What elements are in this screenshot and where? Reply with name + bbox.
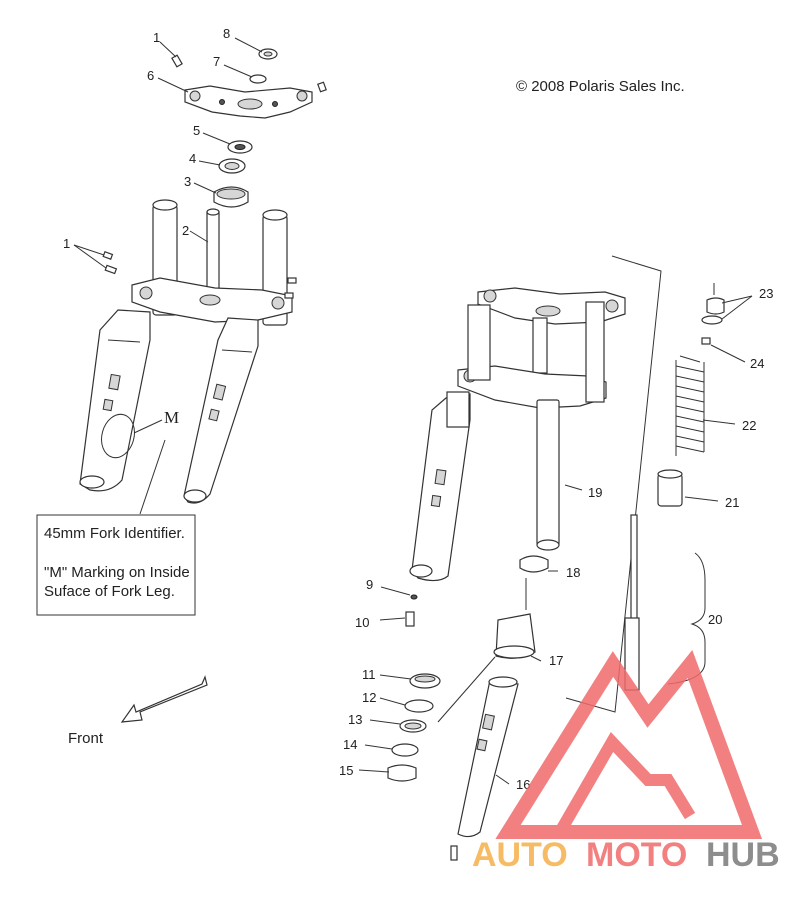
callout-7: 7	[213, 54, 220, 69]
callout-13: 13	[348, 712, 362, 727]
m-marking-letter: M	[164, 408, 179, 427]
right-fork-assembly	[387, 255, 725, 861]
callout-15: 15	[339, 763, 353, 778]
watermark-part-3: HUB	[706, 836, 780, 874]
callout-21: 21	[725, 495, 739, 510]
callout-4: 4	[189, 151, 196, 166]
identifier-line-2: "M" Marking on Inside	[44, 564, 190, 581]
front-arrow	[120, 675, 208, 723]
callout-10: 10	[355, 615, 369, 630]
callout-23: 23	[759, 286, 773, 301]
watermark-logo: AUTO MOTO HUB	[472, 650, 780, 874]
left-fork-assembly	[79, 48, 327, 504]
right-leader-lines	[358, 283, 753, 785]
callout-11: 11	[362, 667, 376, 682]
callout-8: 8	[223, 26, 230, 41]
watermark-part-2: MOTO	[586, 836, 687, 874]
callout-18: 18	[566, 565, 580, 580]
left-leader-lines	[73, 37, 263, 515]
fork-identifier-box: 45mm Fork Identifier. "M" Marking on Ins…	[36, 514, 196, 616]
callout-17: 17	[549, 653, 563, 668]
callout-1b: 1	[63, 236, 70, 251]
callout-14: 14	[343, 737, 357, 752]
callout-1a: 1	[153, 30, 160, 45]
callout-12: 12	[362, 690, 376, 705]
copyright-text: © 2008 Polaris Sales Inc.	[516, 78, 685, 95]
callout-2: 2	[182, 223, 189, 238]
front-label: Front	[68, 730, 104, 747]
callout-6: 6	[147, 68, 154, 83]
callout-9: 9	[366, 577, 373, 592]
top-triple-clamp	[184, 85, 313, 119]
watermark-part-1: AUTO	[472, 836, 568, 874]
identifier-line-1: 45mm Fork Identifier.	[44, 525, 185, 542]
identifier-line-3: Suface of Fork Leg.	[44, 583, 175, 600]
callout-20: 20	[708, 612, 722, 627]
callout-3: 3	[184, 174, 191, 189]
fork-spring	[675, 355, 705, 456]
callout-numbers: 1 8 7 6 5 4 3 2 1 M 9 10 11 12 13 14 15 …	[63, 26, 773, 792]
callout-19: 19	[588, 485, 602, 500]
callout-5: 5	[193, 123, 200, 138]
callout-24: 24	[750, 356, 764, 371]
callout-16: 16	[516, 777, 530, 792]
callout-22: 22	[742, 418, 756, 433]
